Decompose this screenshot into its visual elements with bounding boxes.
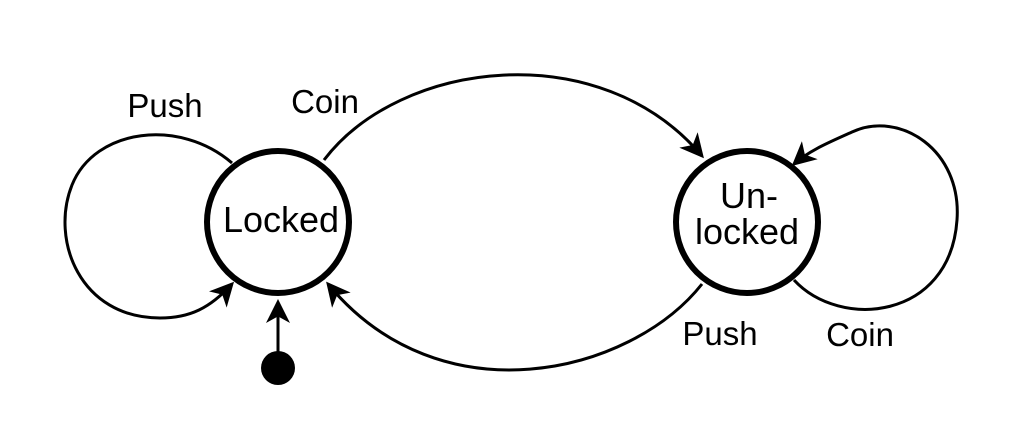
state-unlocked-label-line2: locked bbox=[695, 211, 799, 252]
label-locked-self-push: Push bbox=[127, 87, 202, 124]
label-unlocked-to-locked-push: Push bbox=[682, 315, 757, 352]
state-unlocked bbox=[673, 148, 821, 296]
state-locked bbox=[204, 148, 352, 296]
edge-locked-to-unlocked bbox=[322, 73, 704, 161]
edge-unlocked-to-locked bbox=[326, 281, 704, 372]
label-unlocked-self-coin: Coin bbox=[826, 316, 894, 353]
state-unlocked-label-line1: Un- bbox=[720, 175, 778, 216]
initial-state-dot bbox=[261, 351, 295, 385]
edge-locked-self-loop bbox=[63, 133, 235, 320]
edge-unlocked-self-loop bbox=[791, 124, 959, 311]
state-locked-label: Locked bbox=[223, 199, 339, 240]
label-locked-to-unlocked-coin: Coin bbox=[291, 83, 359, 120]
